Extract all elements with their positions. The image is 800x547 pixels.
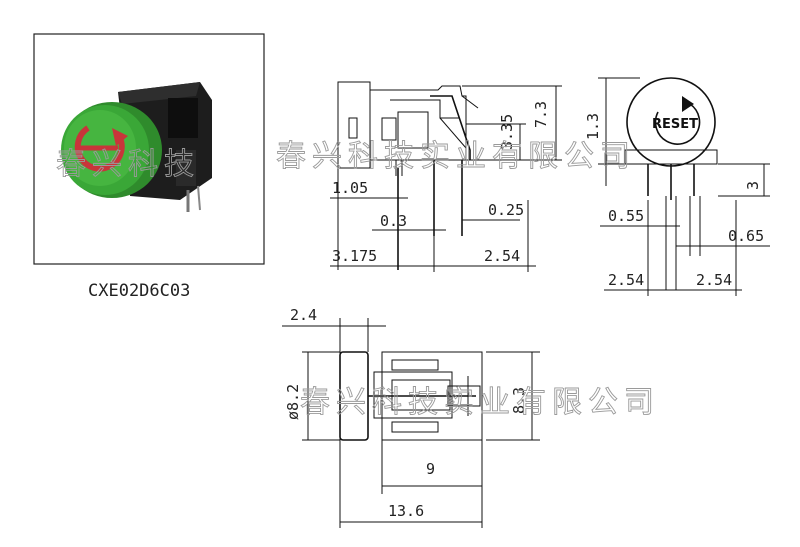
- dim-height: 8.3: [510, 387, 528, 414]
- side-view-drawing: [330, 81, 562, 272]
- watermark-2: 春兴科技实业有限公司: [276, 139, 636, 174]
- part-number-label: CXE02D6C03: [88, 281, 190, 301]
- dim-pin-spacing-small: 0.25: [488, 201, 524, 219]
- dim-pin-pitch: 2.54: [484, 247, 520, 265]
- product-photo-panel: [33, 33, 265, 265]
- dim-top-offset: 1.3: [584, 113, 602, 140]
- dim-pitch-right: 2.54: [696, 271, 732, 289]
- watermark-3: 春兴科技实业有限公司: [300, 385, 660, 420]
- dim-body-length: 9: [426, 460, 435, 478]
- dim-pin-width-right: 0.65: [728, 227, 764, 245]
- watermark-1: 春兴科技: [56, 147, 200, 182]
- dim-offset-front: 1.05: [332, 179, 368, 197]
- green-cap-image: [61, 102, 162, 198]
- dim-cap-thickness: 2.4: [290, 306, 317, 324]
- dim-pin-width-left: 0.55: [608, 207, 644, 225]
- top-view-drawing: [282, 318, 540, 528]
- dim-pin-offset: 3.175: [332, 247, 377, 265]
- dim-diameter: ø8.2: [284, 384, 302, 420]
- dim-pin-width: 0.3: [380, 212, 407, 230]
- dim-pitch-left: 2.54: [608, 271, 644, 289]
- dim-pin-length: 3: [744, 181, 762, 190]
- dim-total-length: 13.6: [388, 502, 424, 520]
- front-view-drawing: [598, 77, 770, 296]
- reset-label: RESET: [652, 117, 698, 132]
- red-reset-symbol: [74, 125, 128, 172]
- dim-height-partial: 3.35: [498, 114, 516, 150]
- dim-height-total: 7.3: [532, 101, 550, 128]
